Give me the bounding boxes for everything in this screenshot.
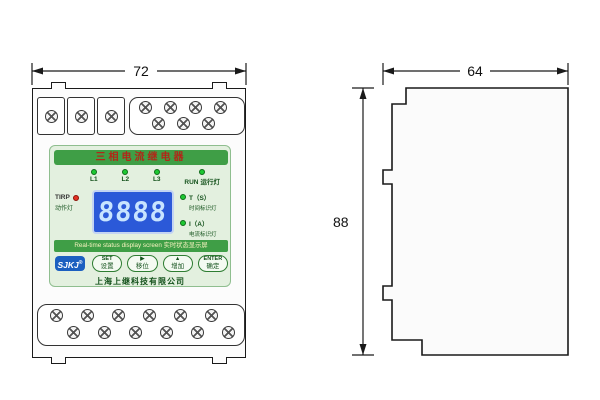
display-digits: 8888: [97, 196, 169, 228]
mounting-tab: [212, 82, 227, 89]
screw-icon: [129, 326, 142, 339]
mounting-tab: [212, 357, 227, 364]
registered-mark: ®: [78, 260, 83, 266]
arrowhead-right-icon: [557, 67, 568, 75]
terminal-screw-box: [37, 97, 65, 135]
green-led-icon: [122, 169, 129, 175]
side-height-dimension: 88: [333, 87, 374, 356]
current-indicator: I（A） 电流标识灯: [180, 218, 232, 238]
mounting-tab: [51, 357, 66, 364]
led-l2: L2: [121, 169, 129, 186]
side-width-dimension: 64: [382, 62, 569, 85]
shift-button: ▶ 移位: [127, 255, 158, 272]
arrowhead-up-icon: [359, 88, 367, 99]
label-backing: [460, 62, 490, 79]
increase-button: ▲ 增加: [162, 255, 193, 272]
time-indicator: T（S） 时间标识灯: [180, 192, 232, 212]
screw-icon: [67, 326, 80, 339]
screw-icon: [81, 309, 94, 322]
led-l1: L1: [90, 169, 98, 186]
screw-icon: [174, 309, 187, 322]
screw-icon: [74, 109, 88, 123]
screw-icon: [50, 309, 63, 322]
green-led-icon: [199, 169, 206, 175]
screw-icon: [164, 101, 177, 114]
front-width-dimension: 72: [31, 62, 247, 85]
enter-button: ENTER 确定: [197, 255, 228, 272]
digital-display: 8888: [92, 190, 174, 234]
screw-icon: [191, 326, 204, 339]
arrowhead-left-icon: [383, 67, 394, 75]
label-backing: [125, 62, 157, 79]
terminal-screw-box: [67, 97, 95, 135]
screw-icon: [44, 109, 58, 123]
panel-title: 三相电流继电器: [54, 150, 228, 165]
company-name: 上海上继科技有限公司: [95, 277, 185, 286]
screw-icon: [112, 309, 125, 322]
screw-icon: [202, 117, 215, 130]
mounting-tab: [51, 82, 66, 89]
dimension-value: 64: [467, 63, 483, 79]
screw-icon: [139, 101, 152, 114]
green-led-icon: [180, 194, 186, 200]
status-led-row: L1 L2 L3 RUN 运行灯: [90, 169, 220, 186]
screw-row: [50, 309, 218, 322]
set-button: SET 设置: [92, 255, 123, 272]
screw-icon: [189, 101, 202, 114]
arrowhead-right-icon: [235, 67, 246, 75]
trip-indicator: TIRP 动作灯: [55, 194, 91, 212]
terminal-screw-box: [97, 97, 125, 135]
screw-row: [139, 101, 227, 114]
screw-icon: [152, 117, 165, 130]
green-led-icon: [180, 220, 186, 226]
screw-icon: [214, 101, 227, 114]
terminal-block-bottom: [37, 304, 245, 346]
screw-icon: [222, 326, 235, 339]
screw-icon: [143, 309, 156, 322]
arrowhead-left-icon: [32, 67, 43, 75]
green-led-icon: [153, 169, 160, 175]
screw-icon: [98, 326, 111, 339]
dimension-value: 72: [133, 63, 149, 79]
front-panel: 三相电流继电器 L1 L2 L3 RUN: [49, 145, 231, 287]
screw-row: [152, 117, 215, 130]
led-l3: L3: [153, 169, 161, 186]
arrowhead-down-icon: [359, 344, 367, 355]
dimension-value: 88: [333, 214, 349, 230]
red-led-icon: [72, 194, 79, 201]
screw-icon: [205, 309, 218, 322]
screw-icon: [160, 326, 173, 339]
screen-caption: Real-time status display screen 实时状态显示屏: [54, 240, 228, 252]
relay-side-view: [382, 87, 569, 356]
brand-logo: SJKJ®: [55, 256, 85, 271]
side-profile-outline: [382, 87, 569, 356]
button-row: SET 设置 ▶ 移位 ▲ 增加 ENTER 确定: [92, 255, 228, 272]
relay-front-view: 三相电流继电器 L1 L2 L3 RUN: [32, 82, 246, 364]
screw-icon: [104, 109, 118, 123]
led-run: RUN 运行灯: [184, 169, 220, 186]
screw-icon: [177, 117, 190, 130]
green-led-icon: [90, 169, 97, 175]
screw-row: [67, 326, 235, 339]
terminal-block-top: [129, 97, 245, 135]
